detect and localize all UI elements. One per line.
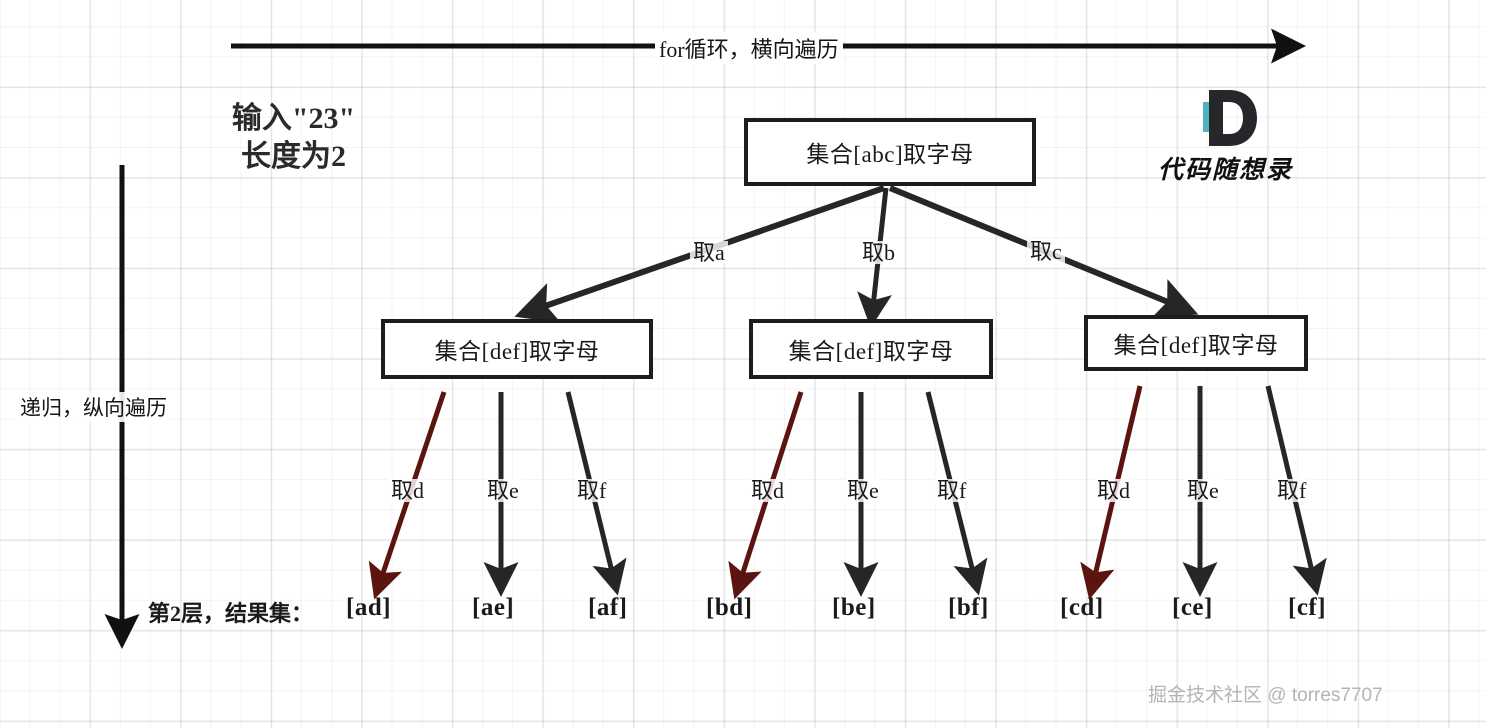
edge-label-b-take-d: 取d: [748, 479, 788, 502]
node-root[interactable]: 集合[abc]取字母: [744, 118, 1036, 186]
watermark: 掘金技术社区 @ torres7707: [1148, 685, 1383, 706]
recursion-arrow-label: 递归，纵向遍历: [18, 392, 169, 422]
node-level2-b-label: 集合[def]取字母: [788, 339, 954, 364]
node-level2-c-label: 集合[def]取字母: [1113, 333, 1279, 358]
input-note-line1: 输入"23": [231, 102, 356, 135]
edge-label-a-take-f: 取f: [574, 479, 610, 502]
node-level2-a-label: 集合[def]取字母: [434, 339, 600, 364]
result-ae: [ae]: [472, 594, 515, 621]
input-note-line2: 长度为2: [241, 140, 346, 174]
edge-label-take-b: 取b: [859, 241, 899, 264]
result-ce: [ce]: [1172, 594, 1213, 621]
input-note: 输入"23" 长度为2: [196, 100, 391, 177]
edge-label-take-a: 取a: [690, 241, 728, 264]
logo-d-icon: [1191, 88, 1261, 148]
brand-logo: 代码随想录: [1138, 88, 1313, 186]
edge-label-c-take-d: 取d: [1094, 479, 1134, 502]
logo-text: 代码随想录: [1157, 157, 1293, 184]
node-level2-a[interactable]: 集合[def]取字母: [381, 319, 653, 379]
edge-label-take-c: 取c: [1027, 240, 1065, 263]
edge-label-b-take-e: 取e: [844, 479, 882, 502]
node-level2-c[interactable]: 集合[def]取字母: [1084, 315, 1308, 371]
layer-result-label: 第2层，结果集：: [148, 601, 314, 626]
edge-label-a-take-e: 取e: [484, 479, 522, 502]
for-loop-arrow-label: for循环，横向遍历: [655, 32, 843, 64]
result-ad: [ad]: [346, 594, 392, 621]
edge-label-c-take-f: 取f: [1274, 479, 1310, 502]
result-bd: [bd]: [706, 594, 753, 621]
edge-label-a-take-d: 取d: [388, 479, 428, 502]
node-level2-b[interactable]: 集合[def]取字母: [749, 319, 993, 379]
edge-label-b-take-f: 取f: [934, 479, 970, 502]
result-be: [be]: [832, 594, 876, 621]
node-root-label: 集合[abc]取字母: [806, 142, 974, 167]
edge-label-c-take-e: 取e: [1184, 479, 1222, 502]
result-bf: [bf]: [948, 594, 989, 621]
result-af: [af]: [588, 594, 628, 621]
result-cf: [cf]: [1288, 594, 1327, 621]
result-cd: [cd]: [1060, 594, 1104, 621]
